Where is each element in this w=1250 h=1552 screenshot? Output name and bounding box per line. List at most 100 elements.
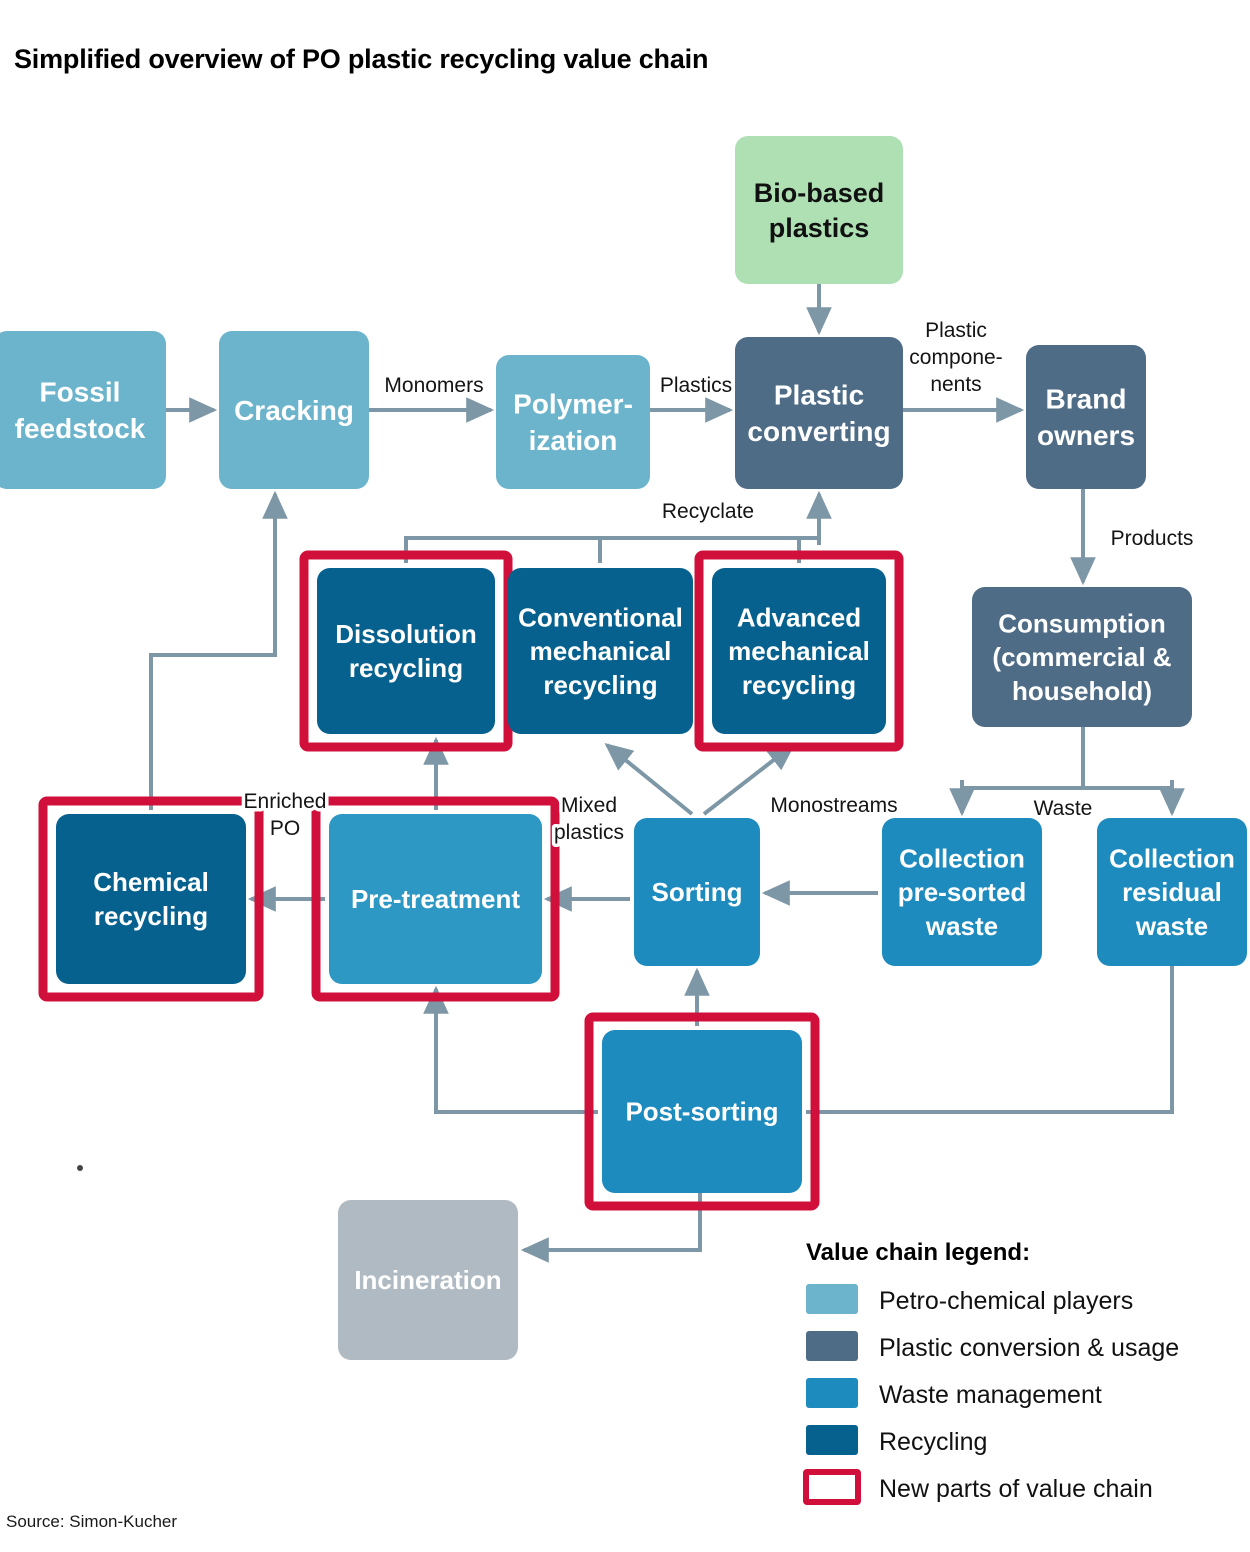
edge-layer [149, 284, 1185, 1263]
node-label-line: pre-sorted [898, 877, 1027, 907]
node-label-line: feedstock [15, 413, 146, 444]
edge-label-halo: nents [930, 373, 981, 396]
edge-collres-postsort [806, 966, 1174, 1114]
node-label-line: recycling [349, 653, 463, 683]
node-label-line: (commercial & [992, 642, 1171, 672]
edge-label-halo: Enriched [244, 790, 327, 813]
edge-chemical-cracking [149, 500, 277, 810]
edge-label-text: Plastics [660, 374, 732, 397]
legend-item-0[interactable]: Petro-chemical players [806, 1284, 1133, 1315]
node-box [602, 1030, 802, 1193]
edge-label-halo: Recyclate [662, 500, 754, 523]
node-incin[interactable]: Incineration [338, 1200, 518, 1360]
legend-label: Plastic conversion & usage [879, 1334, 1179, 1362]
edge-consumption-to-collres [1083, 786, 1174, 812]
node-label-line: Collection [1109, 843, 1235, 873]
legend-swatch [806, 1284, 858, 1314]
node-label-line: waste [1135, 911, 1208, 941]
page-title: Simplified overview of PO plastic recycl… [14, 44, 709, 74]
node-label-line: Incineration [354, 1265, 501, 1295]
node-label-line: plastics [769, 213, 870, 243]
node-bio[interactable]: Bio-based plastics [735, 136, 903, 284]
legend-title: Value chain legend: [806, 1239, 1030, 1266]
node-box [317, 568, 495, 734]
edge-label-halo: Waste [1034, 797, 1093, 820]
edge-label-halo: Products [1111, 527, 1194, 550]
edge-label-text: Recyclate [662, 500, 754, 523]
node-postsort[interactable]: Post-sorting [584, 1012, 820, 1211]
node-box [56, 814, 246, 984]
legend-swatch [806, 1425, 858, 1455]
node-label-line: recycling [742, 670, 856, 700]
legend-label: New parts of value chain [879, 1475, 1153, 1503]
node-label-line: Conventional [518, 602, 683, 632]
node-label-line: ization [529, 425, 618, 456]
node-chemical[interactable]: Chemical recycling [38, 796, 264, 1002]
node-label-line: Cracking [234, 395, 354, 426]
node-label-line: waste [925, 911, 998, 941]
node-sorting[interactable]: Sorting [634, 818, 760, 966]
node-box [712, 568, 886, 734]
node-polymer[interactable]: Polymer-ization [496, 355, 650, 489]
node-cracking[interactable]: Cracking [219, 331, 369, 489]
legend-swatch [803, 1469, 861, 1505]
edge-label-text: Enriched [244, 790, 327, 813]
legend-item-4[interactable]: New parts of value chain [803, 1469, 1153, 1505]
edge-label-halo: Plastics [660, 374, 732, 397]
node-label-line: Pre-treatment [351, 884, 520, 914]
edge-label-text: nents [930, 373, 981, 396]
legend-layer: Value chain legend: Petro-chemical player… [803, 1239, 1179, 1505]
node-pretreat[interactable]: Pre-treatment [311, 796, 560, 1002]
edge-label-halo: Mixed [561, 794, 617, 817]
node-label-line: Post-sorting [625, 1097, 778, 1127]
node-label-line: Chemical [93, 867, 209, 897]
edge-label-text: compone- [909, 346, 1002, 369]
legend-item-2[interactable]: Waste management [806, 1378, 1102, 1409]
node-label-line: mechanical [728, 636, 870, 666]
node-box [329, 814, 542, 984]
new-part-outline [38, 796, 264, 1002]
stray-dot [77, 1165, 83, 1171]
node-label-line: converting [747, 416, 890, 447]
node-label-line: Bio-based [754, 178, 885, 208]
edge-label-text: plastics [554, 821, 624, 844]
legend-item-3[interactable]: Recycling [806, 1425, 987, 1456]
node-box [1026, 345, 1146, 489]
edge-postsort-pretreat [434, 1010, 598, 1114]
node-label-line: residual [1122, 877, 1222, 907]
node-label-line: Sorting [652, 877, 743, 907]
edge-label-text: PO [270, 817, 300, 840]
edge-label-text: Monomers [384, 374, 483, 397]
legend-label: Recycling [879, 1428, 987, 1456]
node-label-line: recycling [94, 901, 208, 931]
node-label-line: Plastic [774, 380, 864, 411]
edge-label-halo: PO [270, 817, 300, 840]
node-converting[interactable]: Plastic converting [735, 337, 903, 489]
legend-item-1[interactable]: Plastic conversion & usage [806, 1331, 1179, 1362]
edge-sorting-advmech [702, 743, 796, 816]
legend-label: Petro-chemical players [879, 1287, 1133, 1315]
node-box [634, 818, 760, 966]
node-consumption[interactable]: Consumption(commercial &household) [972, 587, 1192, 727]
node-collres[interactable]: Collection residual waste [1097, 818, 1247, 966]
node-label-line: recycling [543, 670, 657, 700]
node-label-line: household) [1012, 676, 1152, 706]
legend-swatch [806, 1331, 858, 1361]
